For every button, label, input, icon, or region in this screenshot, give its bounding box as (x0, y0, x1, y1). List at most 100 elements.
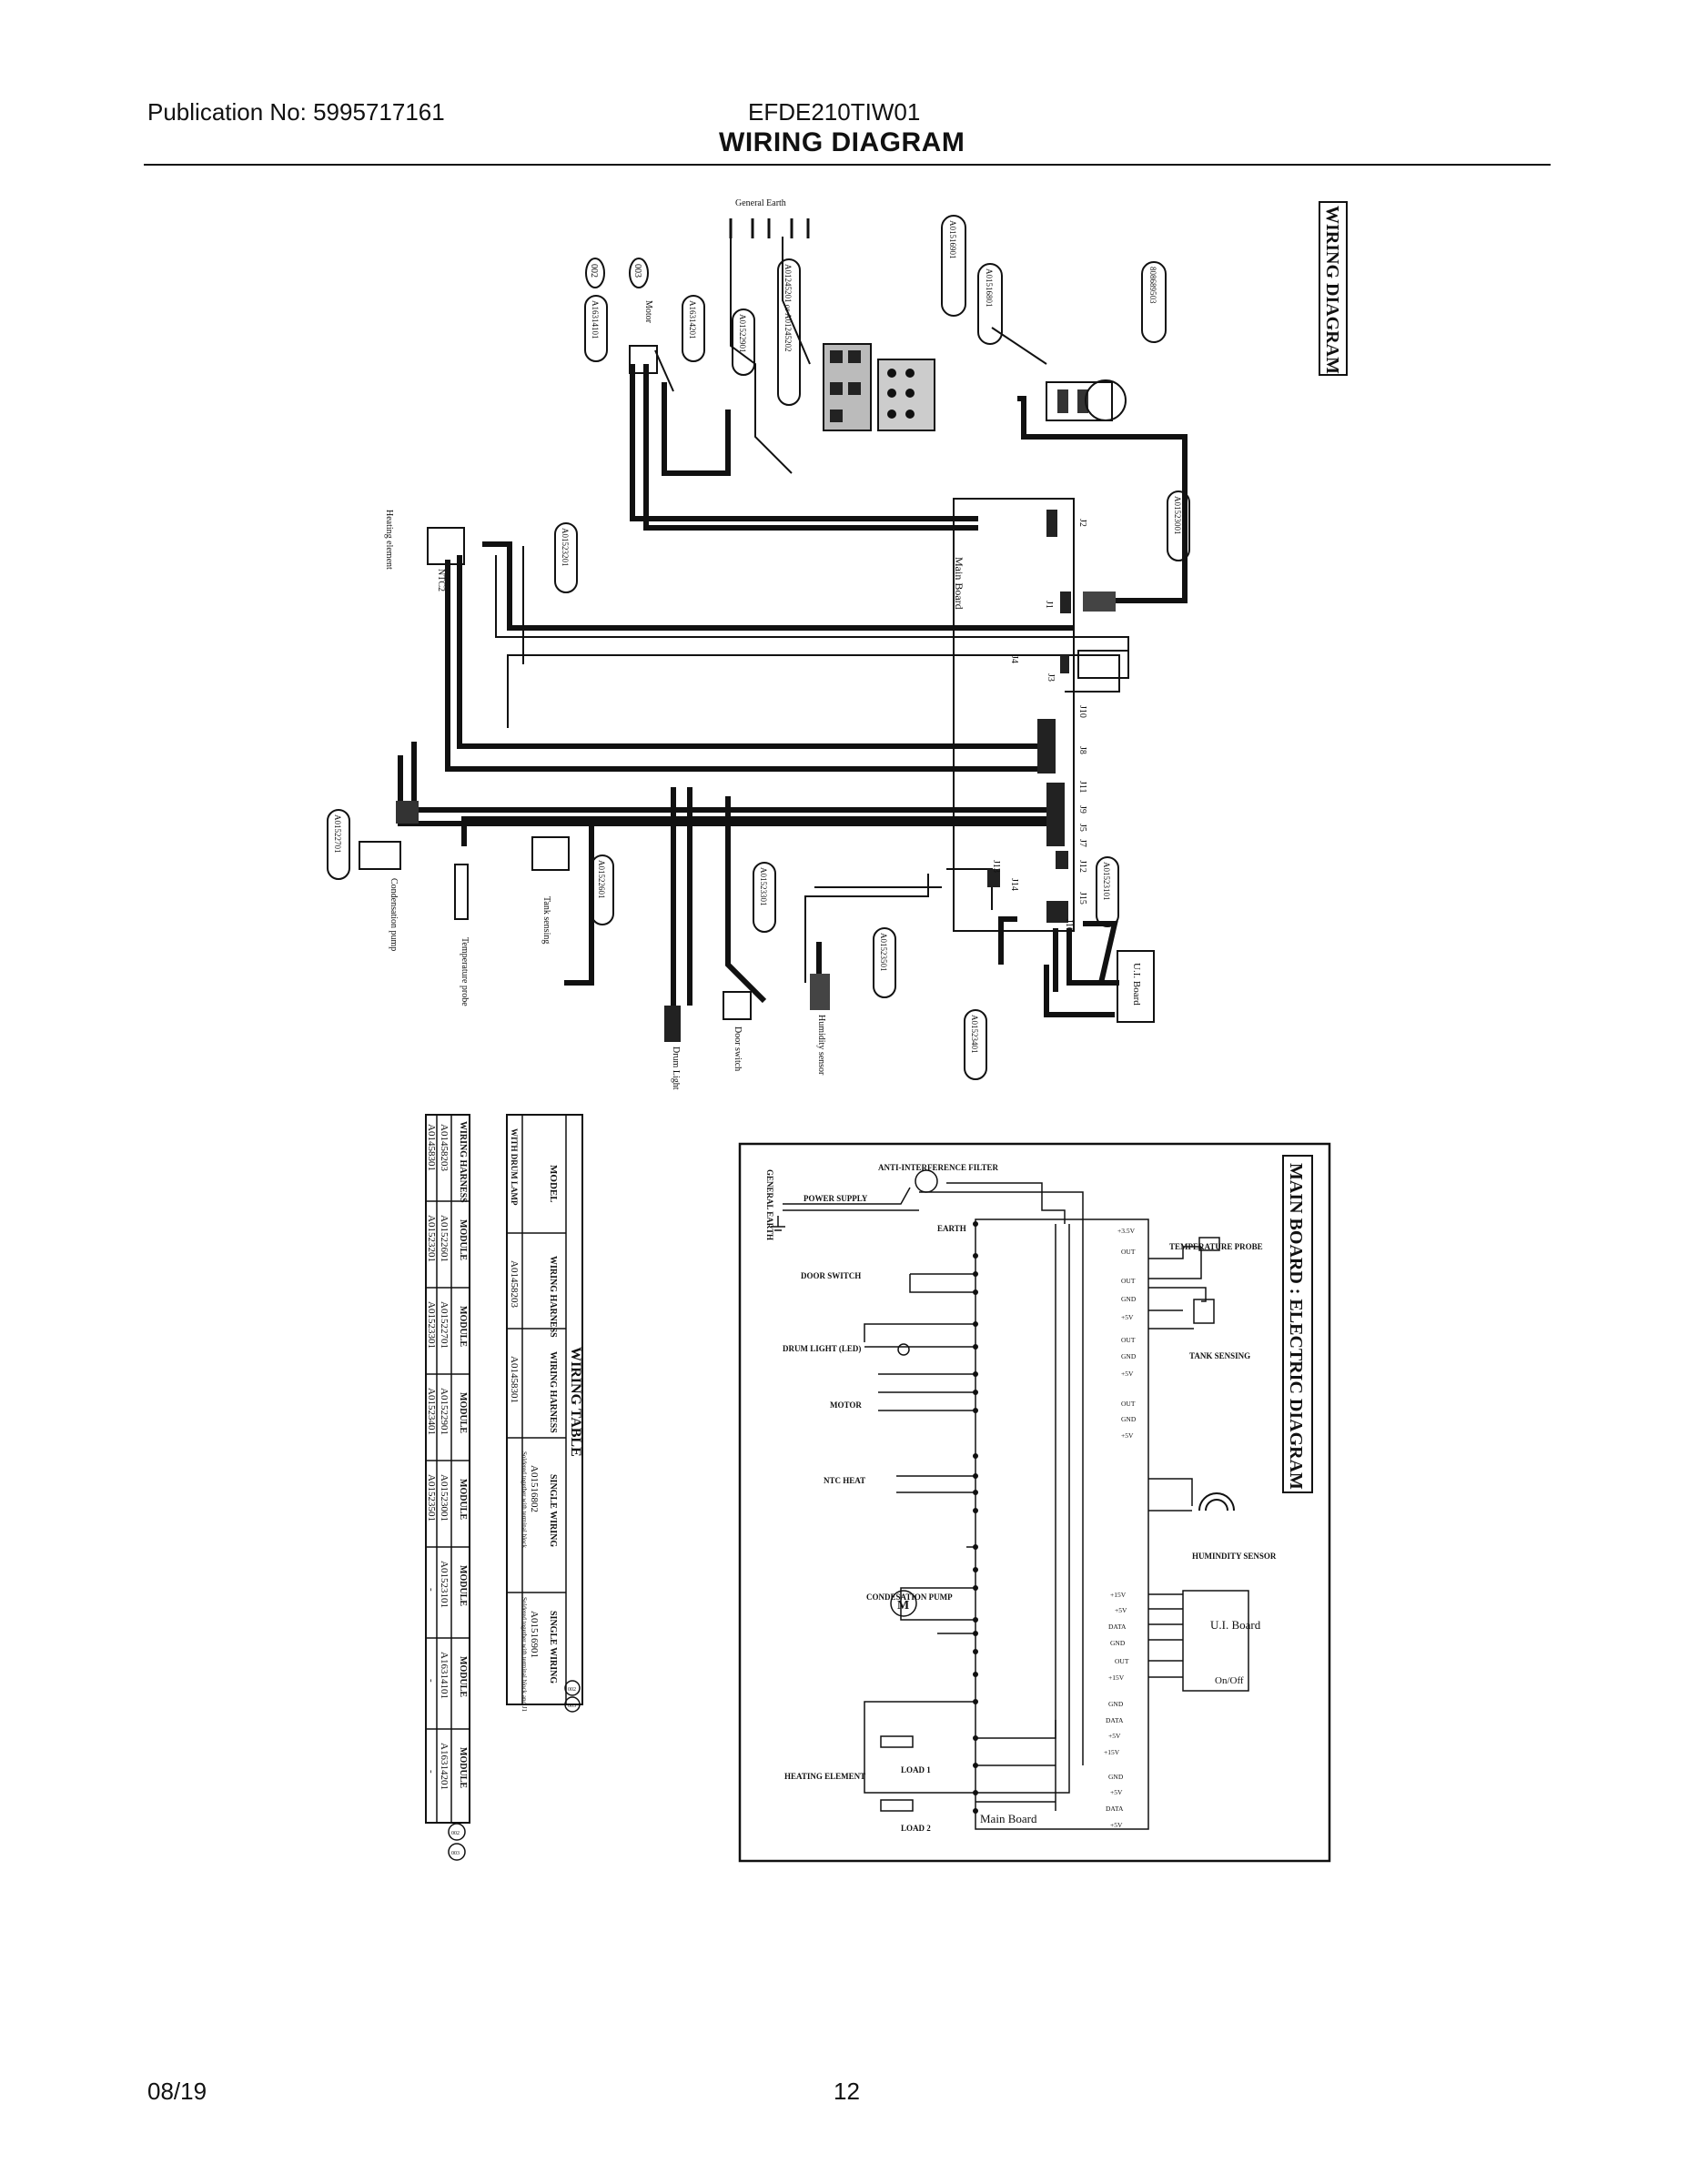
svg-text:A01523001: A01523001 (439, 1474, 450, 1522)
ed-main-board (975, 1218, 1149, 1830)
svg-text:A01458203: A01458203 (509, 1260, 520, 1308)
svg-text:A01523101: A01523101 (1102, 862, 1111, 901)
svg-text:GND: GND (1121, 1352, 1137, 1360)
svg-text:A16314101: A16314101 (591, 300, 600, 339)
svg-text:A01458301: A01458301 (426, 1124, 437, 1171)
svg-text:A01516802: A01516802 (529, 1465, 540, 1512)
wiring-table: WIRING TABLE MODEL WIRING HARNESS WIRING… (506, 1114, 583, 1713)
svg-text:A01523501: A01523501 (426, 1474, 437, 1522)
main-board-label: Main Board (953, 557, 965, 610)
svg-text:+5V: +5V (1110, 1821, 1123, 1829)
electric-diagram: MAIN BOARD : ELECTRIC DIAGRAM Main Board… (738, 1142, 1331, 1863)
svg-text:A01523201: A01523201 (561, 528, 570, 567)
svg-text:HUMINDITY SENSOR: HUMINDITY SENSOR (1192, 1552, 1277, 1561)
svg-text:J15: J15 (1077, 892, 1087, 905)
svg-text:Heating element: Heating element (384, 510, 394, 570)
svg-text:Soldered together with termina: Soldered together with terminal block (521, 1451, 528, 1549)
svg-text:+5V: +5V (1110, 1788, 1123, 1796)
svg-text:J9: J9 (1077, 805, 1087, 814)
svg-text:Soldered together with termina: Soldered together with terminal block an… (521, 1597, 528, 1712)
svg-text:A01522601: A01522601 (597, 860, 606, 899)
svg-text:J16: J16 (1064, 919, 1074, 932)
svg-text:002: 002 (589, 264, 599, 278)
svg-text:MODEL: MODEL (548, 1165, 559, 1203)
svg-text:J3: J3 (1046, 673, 1056, 682)
svg-text:DOOR SWITCH: DOOR SWITCH (801, 1271, 861, 1280)
svg-text:MODULE: MODULE (458, 1219, 468, 1260)
svg-text:J14: J14 (1009, 878, 1019, 891)
svg-text:TEMPERATURE PROBE: TEMPERATURE PROBE (1169, 1242, 1263, 1251)
svg-text:A01523401: A01523401 (970, 1015, 979, 1054)
svg-text:808689503: 808689503 (1148, 267, 1157, 304)
svg-text:GND: GND (1108, 1700, 1124, 1708)
svg-text:-: - (426, 1588, 437, 1592)
svg-text:A01522901: A01522901 (439, 1388, 450, 1435)
svg-text:A01516901: A01516901 (529, 1611, 540, 1658)
peripheral-components: Heating element NTC2 Condensation pump T… (359, 510, 830, 1090)
wiring-banner: WIRING DIAGRAM (1322, 206, 1342, 374)
wiring-diagram: WIRING DIAGRAM General Earth (327, 198, 1348, 1090)
svg-text:DATA: DATA (1108, 1623, 1127, 1631)
footer-date: 08/19 (147, 2078, 207, 2105)
svg-text:A01458301: A01458301 (509, 1356, 520, 1403)
svg-text:+5V: +5V (1108, 1732, 1121, 1740)
motor-connector (629, 345, 658, 374)
svg-text:Main Board: Main Board (980, 1812, 1037, 1825)
svg-text:002: 002 (568, 1687, 576, 1693)
publication-number: Publication No: 5995717161 (147, 98, 445, 126)
svg-text:A16314101: A16314101 (439, 1652, 450, 1699)
svg-text:A01522701: A01522701 (333, 814, 342, 854)
wiring-table-title: WIRING TABLE (568, 1347, 583, 1457)
svg-text:A01516901: A01516901 (948, 220, 957, 259)
svg-text:WITH DRUM LAMP: WITH DRUM LAMP (510, 1128, 519, 1206)
svg-text:-: - (426, 1679, 437, 1683)
j2-connector (1083, 592, 1116, 612)
ui-board-label: U.I. Board (1131, 963, 1142, 1006)
svg-text:OUT: OUT (1121, 1336, 1136, 1344)
wiring-banner-box (1319, 201, 1348, 376)
page-number: 12 (834, 2078, 860, 2105)
svg-text:J5: J5 (1077, 824, 1087, 832)
svg-text:CONDESATION PUMP: CONDESATION PUMP (866, 1592, 953, 1602)
svg-text:HEATING ELEMENT: HEATING ELEMENT (784, 1772, 865, 1781)
svg-text:J4: J4 (1009, 655, 1019, 663)
svg-text:Tank sensing: Tank sensing (541, 896, 551, 944)
svg-text:OUT: OUT (1121, 1248, 1136, 1256)
svg-text:DATA: DATA (1106, 1805, 1124, 1813)
connector-codes: 002 003 (585, 258, 649, 288)
svg-text:WIRING HARNESS: WIRING HARNESS (548, 1256, 558, 1338)
svg-text:J13: J13 (991, 860, 1001, 873)
svg-text:A01523501: A01523501 (879, 933, 888, 972)
svg-text:003: 003 (451, 1851, 460, 1856)
jack-labels: J2 J1 J4 J3 J10 J8 J11 J9 J5 J7 J12 J15 … (991, 519, 1087, 932)
svg-text:+5V: +5V (1121, 1313, 1134, 1321)
svg-text:DATA: DATA (1106, 1716, 1124, 1724)
svg-text:A01523201: A01523201 (426, 1215, 437, 1262)
svg-text:A01523001: A01523001 (1173, 496, 1182, 535)
svg-text:GND: GND (1108, 1773, 1124, 1781)
svg-text:WIRING HARNESS: WIRING HARNESS (458, 1121, 468, 1203)
svg-text:On/Off: On/Off (1215, 1675, 1244, 1686)
svg-text:MODULE: MODULE (458, 1306, 468, 1347)
svg-text:A01522601: A01522601 (439, 1215, 450, 1262)
svg-text:A01522701: A01522701 (439, 1301, 450, 1349)
svg-text:NTC HEAT: NTC HEAT (824, 1476, 865, 1485)
svg-text:POWER SUPPLY: POWER SUPPLY (804, 1194, 868, 1203)
general-earth-label: General Earth (735, 198, 786, 208)
svg-text:U.I. Board: U.I. Board (1210, 1618, 1261, 1632)
svg-text:DRUM LIGHT (LED): DRUM LIGHT (LED) (783, 1344, 861, 1353)
svg-text:J7: J7 (1077, 839, 1087, 847)
svg-text:J1: J1 (1044, 601, 1054, 609)
svg-text:NTC2: NTC2 (436, 569, 446, 592)
svg-text:MODULE: MODULE (458, 1747, 468, 1788)
svg-text:J11: J11 (1077, 781, 1087, 794)
svg-text:+5V: +5V (1121, 1431, 1134, 1440)
svg-text:OUT: OUT (1121, 1400, 1136, 1408)
svg-text:ANTI-INTERFERENCE FILTER: ANTI-INTERFERENCE FILTER (878, 1163, 998, 1172)
svg-text:MODULE: MODULE (458, 1479, 468, 1520)
svg-text:A01522901: A01522901 (738, 314, 747, 353)
svg-text:J12: J12 (1077, 860, 1087, 873)
svg-text:MODULE: MODULE (458, 1565, 468, 1606)
svg-text:OUT: OUT (1115, 1657, 1129, 1665)
svg-text:+5V: +5V (1121, 1370, 1134, 1378)
